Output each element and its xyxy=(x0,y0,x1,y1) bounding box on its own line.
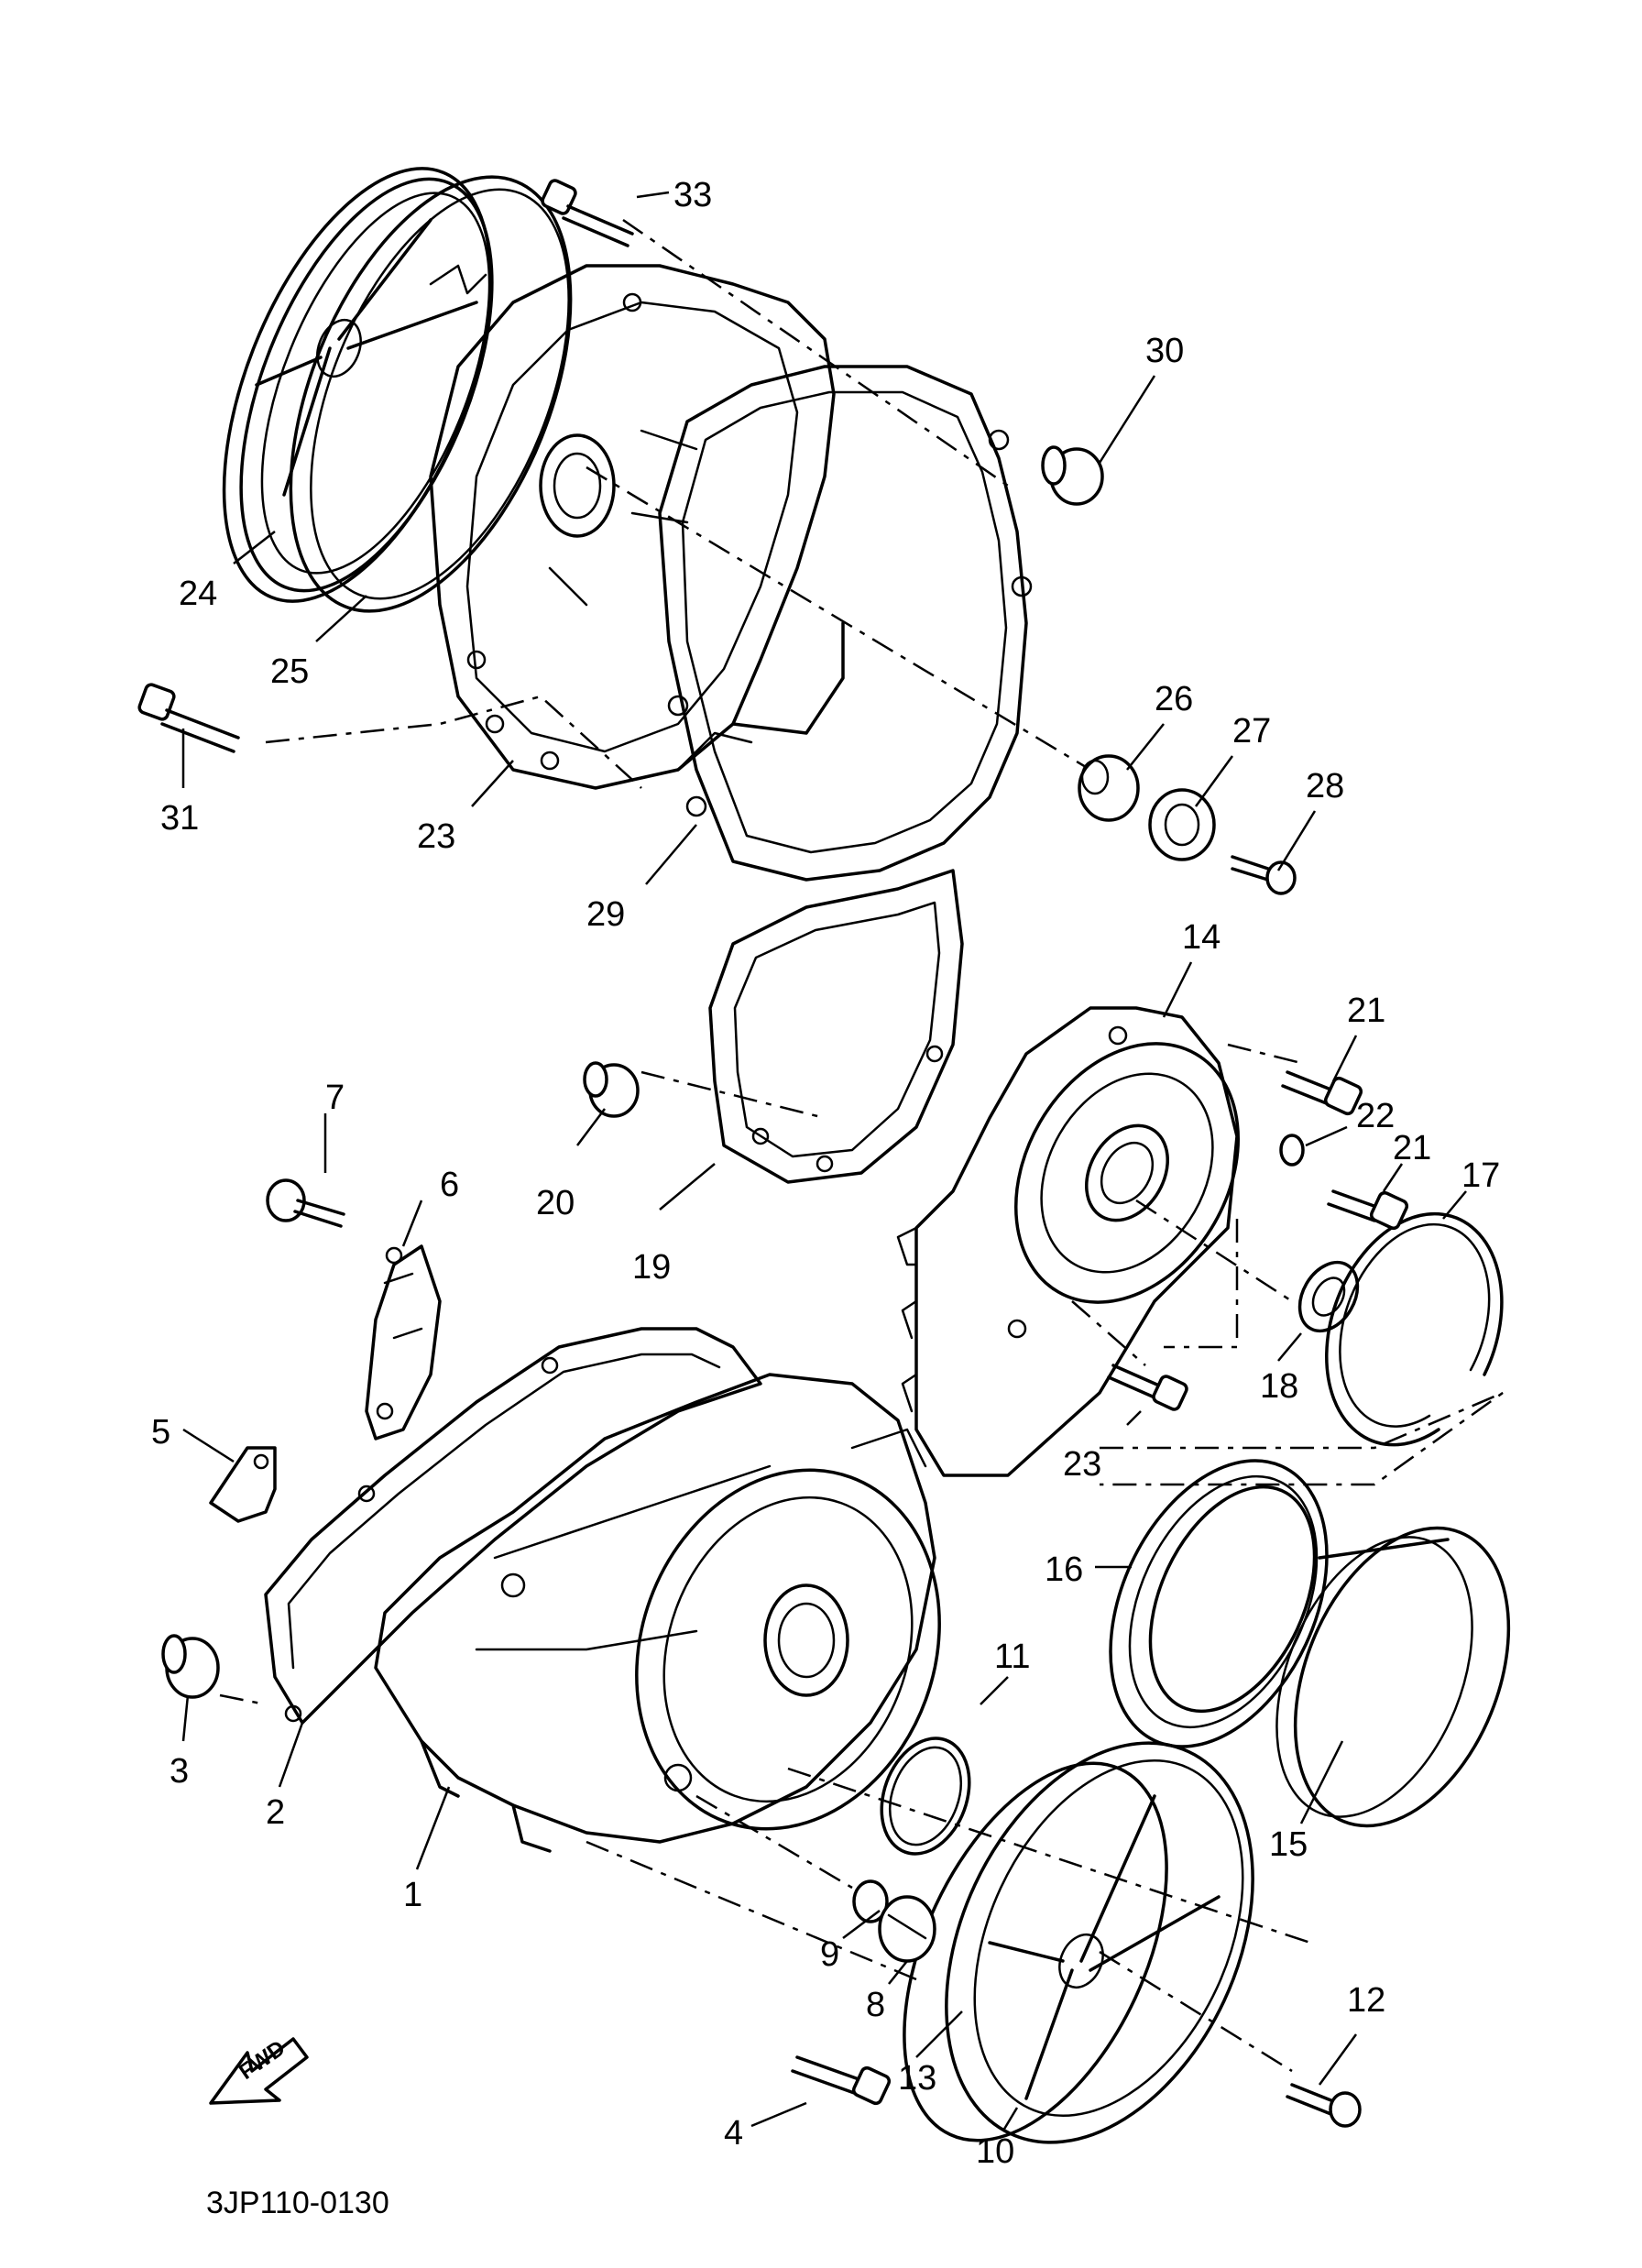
callout-33: 33 xyxy=(673,176,712,214)
part-3-dowel xyxy=(161,1634,220,1699)
part-31-dowel xyxy=(1041,445,1104,506)
callout-15: 15 xyxy=(1269,1825,1308,1864)
part-5-clamp xyxy=(209,1446,277,1523)
callout-9: 9 xyxy=(820,1935,839,1974)
part-23-bolt xyxy=(1107,1364,1188,1411)
part-18-oil-seal xyxy=(1297,1260,1360,1333)
part-10-rotor-cover xyxy=(945,1741,1254,2144)
callouts: 33 30 24 25 31 23 29 26 27 28 14 21 22 2… xyxy=(151,176,1500,2171)
callout-21a: 21 xyxy=(1347,992,1385,1030)
callout-11: 11 xyxy=(994,1638,1030,1676)
part-17-circlip xyxy=(1325,1211,1504,1447)
part-32-bolt xyxy=(137,683,240,753)
callout-31: 30 xyxy=(1145,332,1184,370)
part-25-outer-cover xyxy=(222,167,494,603)
callout-6: 6 xyxy=(440,1166,459,1204)
fwd-arrow: FWD xyxy=(209,2035,309,2105)
part-15-cap xyxy=(1275,1526,1511,1828)
callout-19: 19 xyxy=(632,1248,671,1287)
callout-14: 14 xyxy=(1182,918,1221,957)
part-29-screw xyxy=(1231,855,1297,895)
callout-4: 4 xyxy=(724,2114,743,2153)
part-4-bolt xyxy=(791,2055,892,2106)
part-33-bolt xyxy=(541,179,634,247)
callout-25: 24 xyxy=(179,575,217,613)
part-12-screw xyxy=(1286,2083,1362,2128)
part-16-seal-ring xyxy=(1109,1459,1329,1748)
part-26-gasket xyxy=(289,175,573,613)
callout-20: 20 xyxy=(536,1184,575,1222)
callout-5: 5 xyxy=(151,1413,170,1452)
part-9-o-ring xyxy=(852,1879,889,1923)
callout-12: 12 xyxy=(1347,1981,1385,2020)
callout-32: 31 xyxy=(160,799,199,838)
part-19-gasket xyxy=(708,869,964,1184)
callout-21b: 21 xyxy=(1393,1129,1431,1167)
callout-8: 8 xyxy=(866,1986,885,2024)
callout-18: 18 xyxy=(1260,1367,1298,1406)
leader-lines xyxy=(181,191,1467,2131)
callout-16: 16 xyxy=(1045,1550,1083,1589)
diagram-code: 3JP110-0130 xyxy=(206,2186,389,2220)
part-13-gasket xyxy=(903,1761,1168,2142)
part-2-gasket xyxy=(264,1327,762,1725)
part-30-gasket xyxy=(658,365,1033,882)
callout-2: 2 xyxy=(266,1793,285,1832)
part-21a-bolt xyxy=(1281,1070,1363,1116)
part-20-dowel xyxy=(583,1061,640,1118)
callout-7: 7 xyxy=(325,1079,345,1117)
part-1-crankcase-cover xyxy=(374,1373,941,1853)
part-28-ring xyxy=(1148,788,1216,861)
callout-23: 23 xyxy=(1063,1445,1101,1484)
callout-10: 10 xyxy=(976,2132,1014,2171)
part-14-cover xyxy=(896,1006,1240,1477)
part-8-plug xyxy=(878,1895,936,1963)
callout-1: 1 xyxy=(403,1876,422,1914)
callout-27: 26 xyxy=(1155,680,1193,718)
part-22-o-ring xyxy=(1279,1134,1305,1167)
part-6-bracket xyxy=(365,1244,442,1441)
callout-29: 28 xyxy=(1306,767,1344,805)
part-7-bolt xyxy=(266,1178,345,1228)
callout-3: 3 xyxy=(170,1752,189,1791)
callout-28: 27 xyxy=(1232,712,1271,751)
callout-22: 22 xyxy=(1356,1097,1395,1135)
callout-13: 13 xyxy=(898,2059,936,2098)
callout-17: 17 xyxy=(1461,1156,1500,1195)
callout-30: 29 xyxy=(586,895,625,934)
callout-24: 23 xyxy=(417,817,455,856)
part-27-collar xyxy=(1078,754,1140,822)
callout-26: 25 xyxy=(270,652,309,691)
assembly-lines xyxy=(219,218,1504,2073)
small-parts xyxy=(137,179,1409,2128)
part-11-o-ring xyxy=(880,1737,971,1856)
part-21b-bolt xyxy=(1327,1189,1409,1231)
